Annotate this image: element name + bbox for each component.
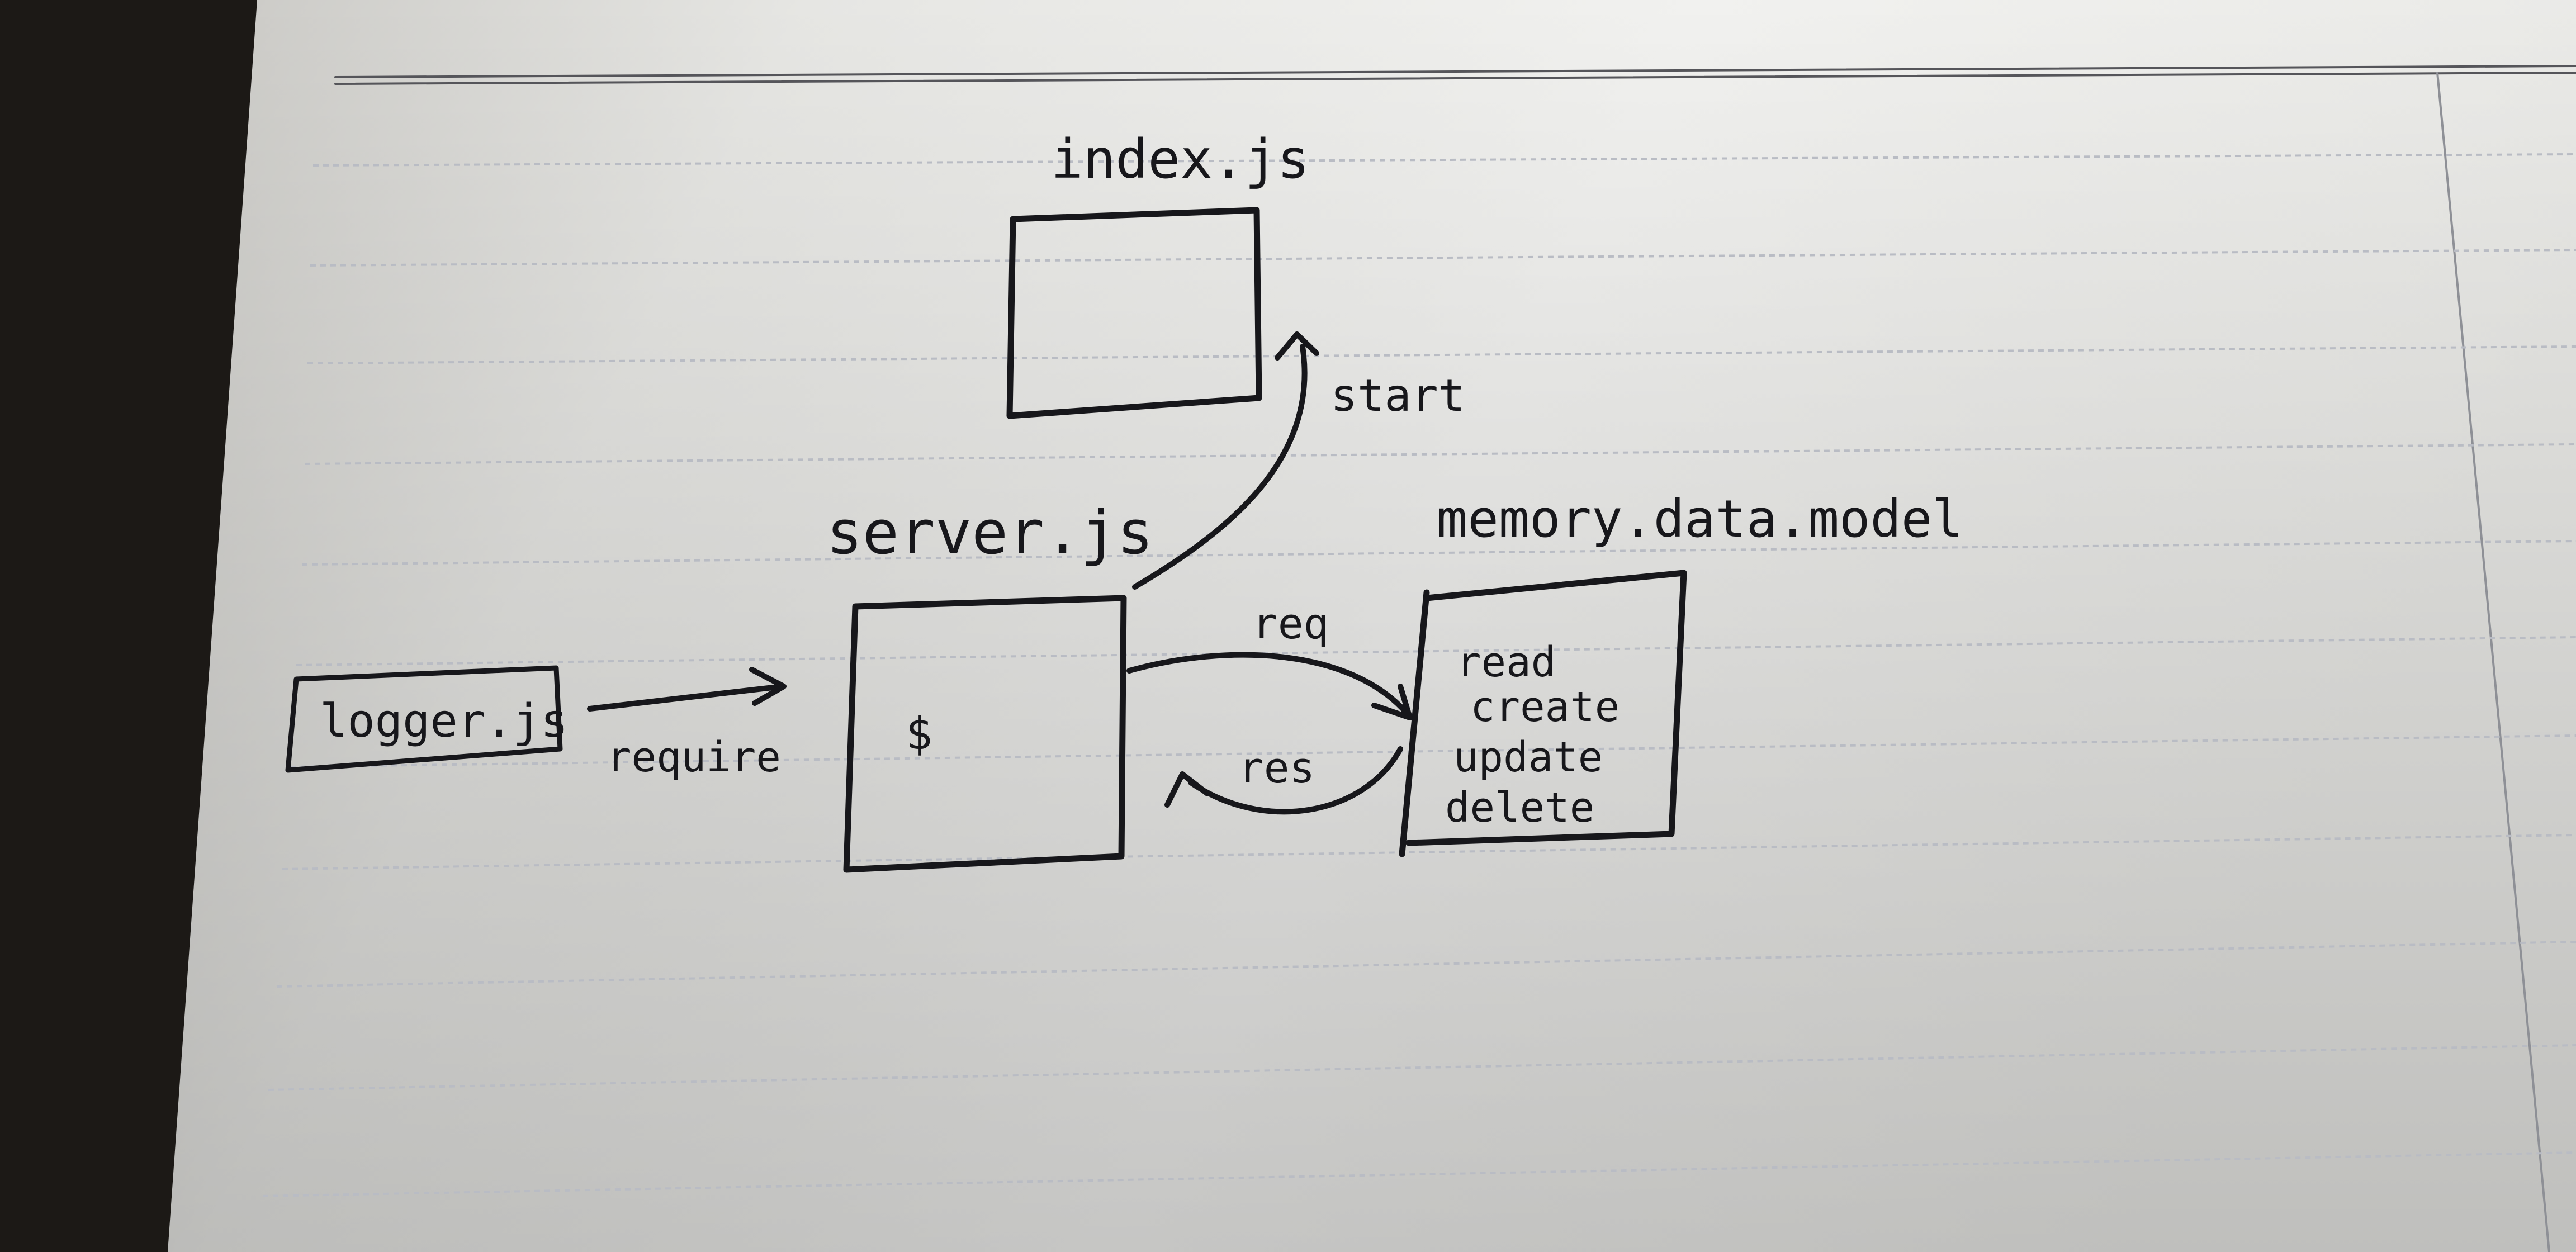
- start-arrow: [1132, 331, 1319, 590]
- server-inner-mark: $: [906, 708, 932, 760]
- res-label: res: [1238, 743, 1315, 793]
- ruled-lines: [262, 153, 2576, 1197]
- memory-op-update: update: [1453, 733, 1603, 781]
- memory-left-edge: [1399, 589, 1430, 857]
- start-label: start: [1330, 369, 1465, 421]
- memory-box: [1405, 570, 1687, 846]
- right-margin-line: [2436, 72, 2550, 1252]
- logger-box: [285, 665, 563, 773]
- memory-label: memory.data.model: [1437, 489, 1963, 549]
- require-label: require: [607, 733, 781, 781]
- req-label: req: [1252, 599, 1329, 648]
- logger-label: logger.js: [320, 695, 568, 748]
- res-arrow: [1164, 746, 1403, 815]
- server-label: server.js: [826, 498, 1153, 568]
- memory-op-delete: delete: [1445, 784, 1594, 832]
- index-box: [1006, 207, 1262, 419]
- require-arrow: [587, 667, 787, 712]
- top-margin-rule: [334, 65, 2576, 85]
- server-box: [843, 595, 1127, 873]
- req-arrow: [1126, 652, 1413, 720]
- memory-op-create: create: [1470, 683, 1620, 731]
- memory-op-read: read: [1456, 638, 1556, 686]
- index-label: index.js: [1051, 128, 1309, 191]
- page-shadow: [168, 0, 2576, 1252]
